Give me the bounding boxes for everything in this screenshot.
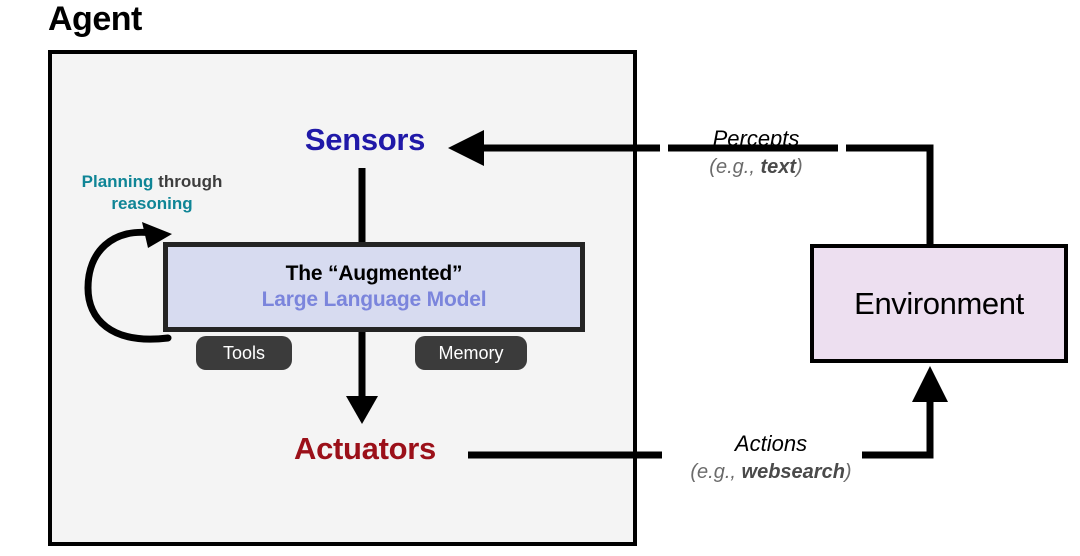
memory-attachment[interactable]: Memory <box>415 336 527 370</box>
llm-title-line-1: The “Augmented” <box>285 262 463 286</box>
tools-attachment[interactable]: Tools <box>196 336 292 370</box>
planning-word-planning: Planning <box>81 172 154 191</box>
actions-main-text: Actions <box>734 431 808 456</box>
actions-sub-term: websearch <box>741 460 845 483</box>
environment-box[interactable]: Environment <box>810 244 1068 363</box>
percepts-main-text: Percepts <box>712 126 800 151</box>
actions-sublabel: (e.g., websearch) <box>690 461 851 483</box>
percepts-sub-term: text <box>760 155 797 178</box>
actions-connector-path <box>862 398 934 459</box>
actuators-label: Actuators <box>294 431 436 466</box>
percepts-sub-prefix: (e.g., <box>709 155 761 178</box>
planning-annotation: Planning through reasoning <box>52 171 252 215</box>
actions-sub-prefix: (e.g., <box>690 460 742 483</box>
percepts-sub-suffix: ) <box>796 155 803 178</box>
environment-label: Environment <box>854 285 1024 321</box>
tools-label: Tools <box>222 342 266 363</box>
actions-edge-label: Actions (e.g., websearch) <box>676 431 866 485</box>
actions-sub-suffix: ) <box>844 460 852 483</box>
actions-arrowhead <box>912 366 948 402</box>
augmented-llm-box[interactable]: The “Augmented” Large Language Model <box>163 242 585 332</box>
percepts-edge-label: Percepts (e.g., text) <box>672 126 840 180</box>
planning-word-reasoning: reasoning <box>111 193 193 213</box>
agent-title: Agent <box>48 0 142 38</box>
sensors-label: Sensors <box>304 122 426 157</box>
llm-title-line-2: Large Language Model <box>261 288 487 311</box>
planning-word-through: through <box>158 172 223 191</box>
percepts-connector-path <box>846 144 934 244</box>
memory-label: Memory <box>438 342 504 363</box>
percepts-sublabel: (e.g., text) <box>709 156 802 178</box>
